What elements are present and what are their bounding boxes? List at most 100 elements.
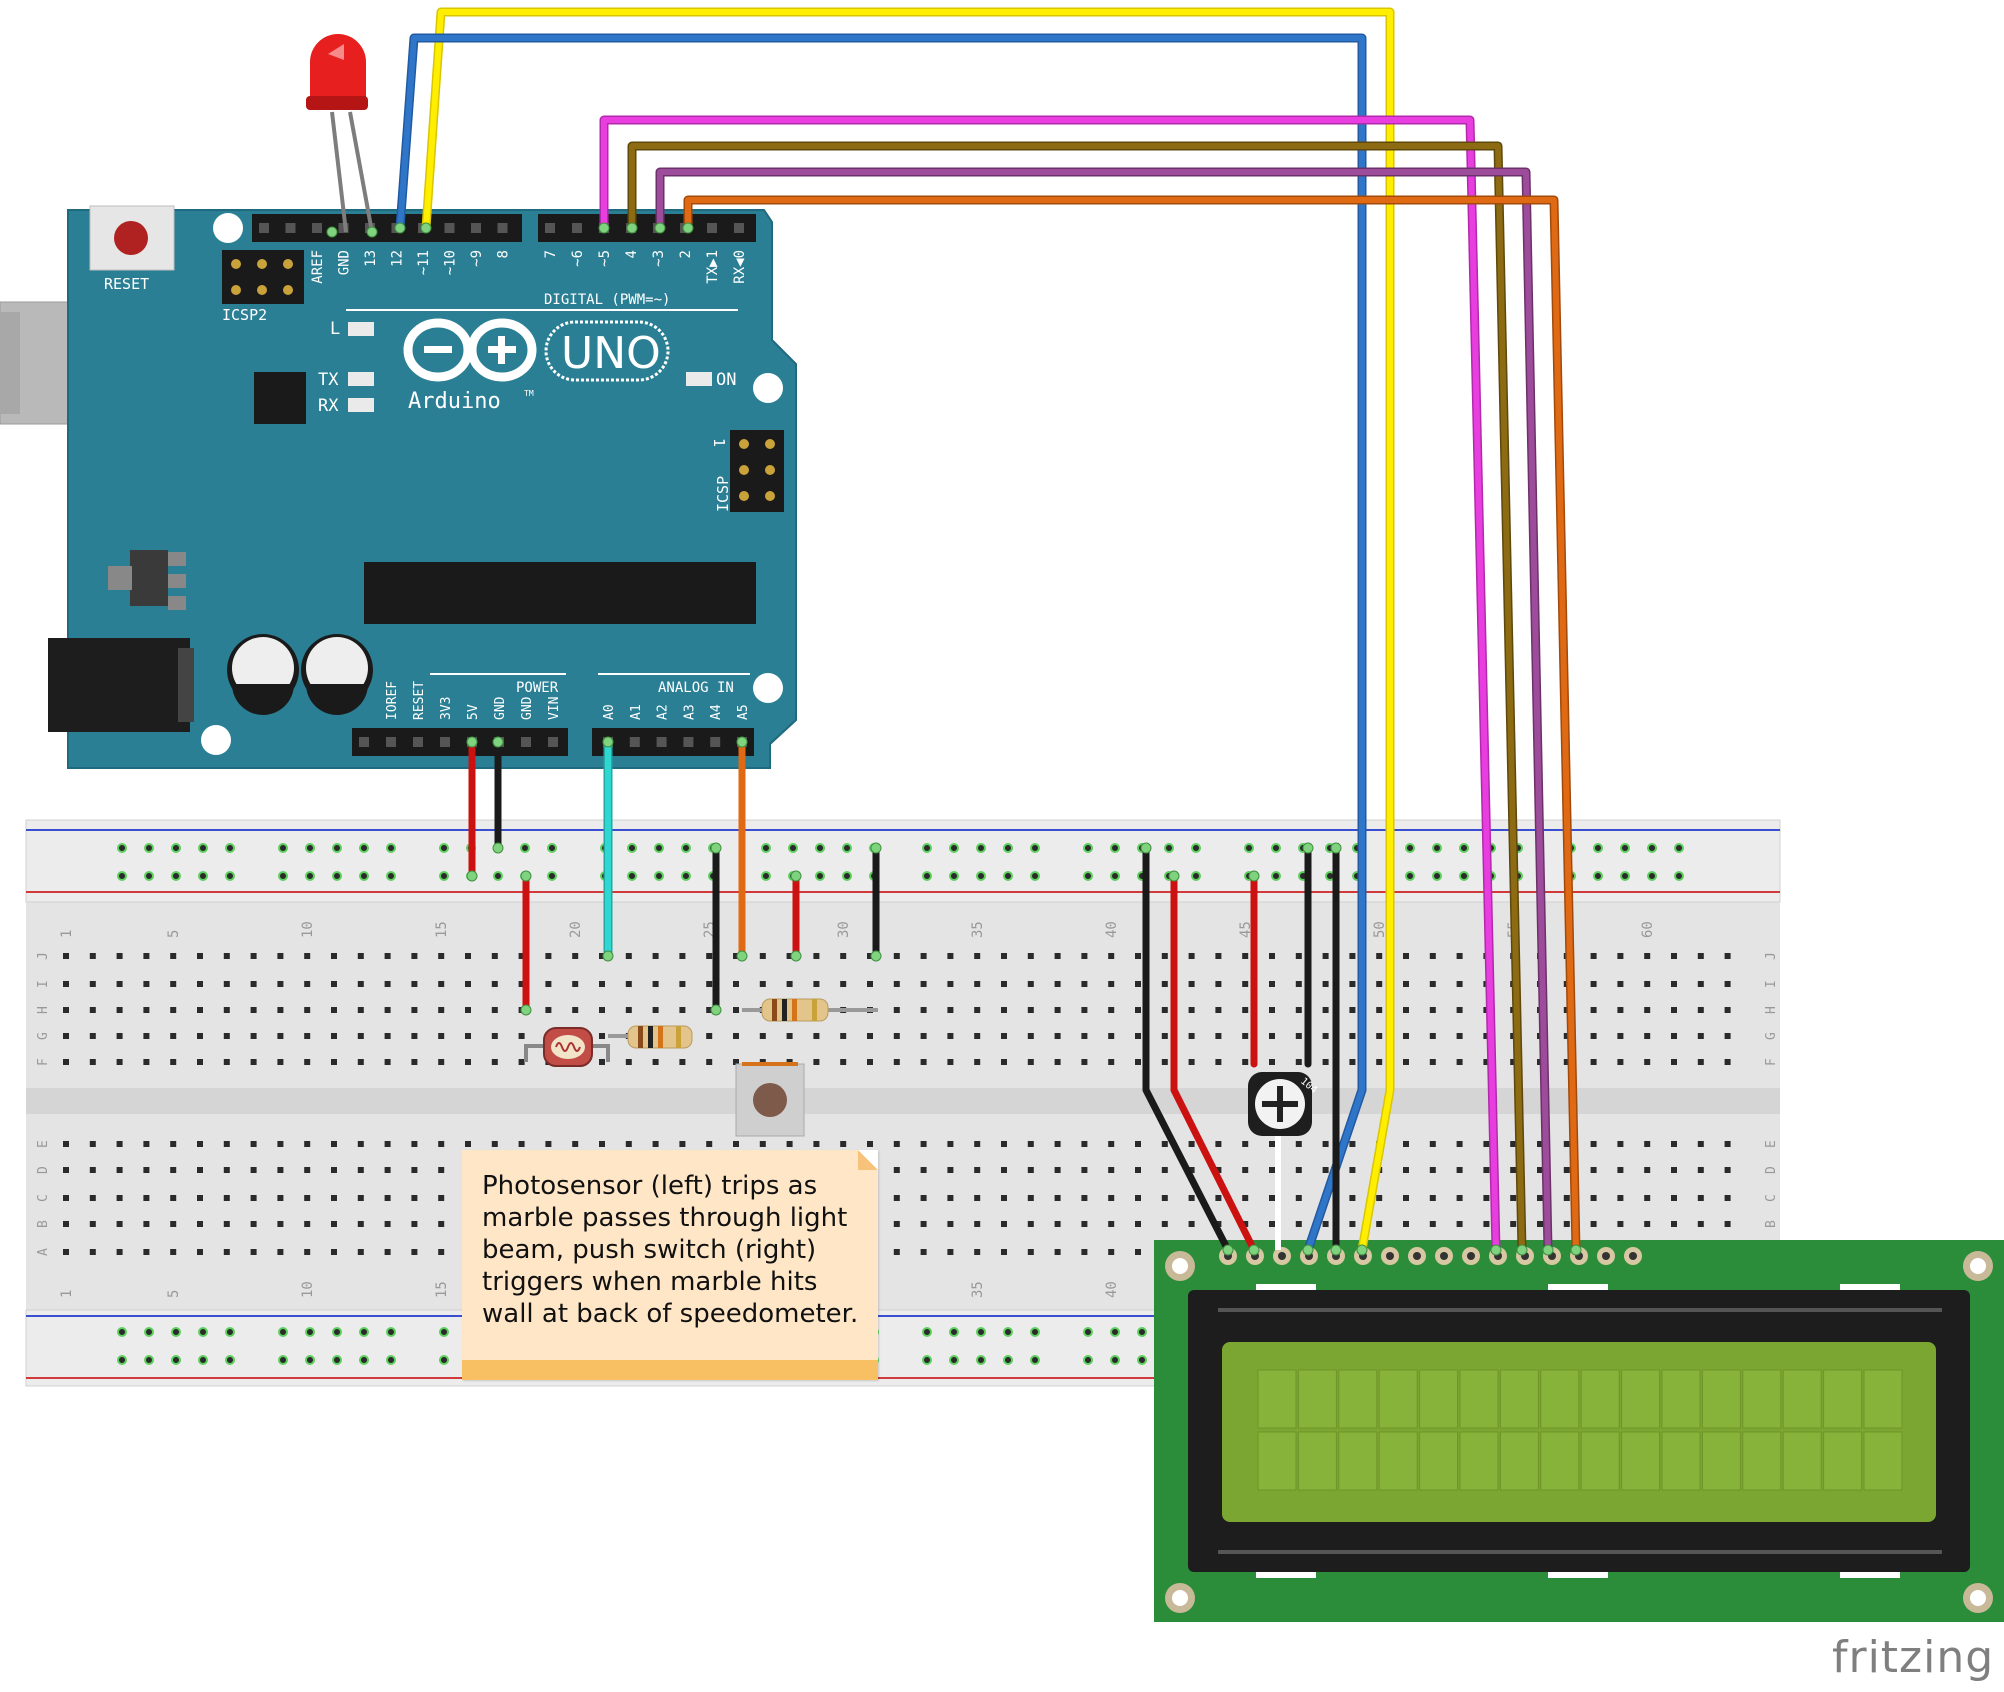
wire-endpoint[interactable] — [682, 222, 694, 234]
lcd-char-cell — [1378, 1369, 1418, 1429]
breadboard-hole — [706, 1007, 713, 1013]
breadboard-hole — [1510, 1221, 1517, 1227]
breadboard-hole — [116, 1007, 123, 1013]
breadboard-hole — [1429, 1167, 1436, 1173]
breadboard-hole — [411, 1007, 418, 1013]
header-pin — [285, 223, 296, 233]
wire-endpoint[interactable] — [1542, 1244, 1554, 1256]
analog-pin-label: A4 — [709, 704, 724, 720]
breadboard-hole — [116, 1167, 123, 1173]
red-led — [306, 34, 374, 233]
wire-endpoint[interactable] — [710, 1004, 722, 1016]
breadboard-hole — [384, 1167, 391, 1173]
breadboard-hole — [250, 1221, 257, 1227]
breadboard-hole — [223, 1195, 230, 1201]
wire-endpoint[interactable] — [520, 1004, 532, 1016]
wire-endpoint[interactable] — [466, 736, 478, 748]
wire-endpoint[interactable] — [602, 736, 614, 748]
rail-hole — [386, 1327, 396, 1337]
breadboard-hole — [1054, 1141, 1061, 1147]
wire-endpoint[interactable] — [710, 842, 722, 854]
breadboard-hole — [304, 1007, 311, 1013]
breadboard-hole — [1295, 1141, 1302, 1147]
breadboard-hole — [197, 953, 203, 959]
breadboard-hole — [1456, 1195, 1463, 1201]
rail-hole — [1030, 1355, 1040, 1365]
breadboard-hole — [411, 1059, 418, 1065]
breadboard-hole — [357, 1167, 364, 1173]
breadboard-hole — [1483, 1141, 1490, 1147]
rail-hole — [627, 843, 637, 853]
breadboard-hole — [1188, 1007, 1195, 1013]
breadboard-hole — [1644, 1033, 1651, 1039]
analog-pin-label: A5 — [736, 704, 751, 720]
wire-endpoint[interactable] — [520, 870, 532, 882]
wire-endpoint[interactable] — [654, 222, 666, 234]
wire-endpoint[interactable] — [1516, 1244, 1528, 1256]
wire-endpoint[interactable] — [870, 842, 882, 854]
wire-endpoint[interactable] — [1330, 842, 1342, 854]
breadboard-hole — [974, 1249, 981, 1255]
wire-endpoint[interactable] — [598, 222, 610, 234]
breadboard-hole — [679, 1141, 686, 1147]
lcd-char-cell — [1378, 1431, 1418, 1491]
wire-endpoint[interactable] — [736, 736, 748, 748]
digital-pin-label: GND — [337, 250, 353, 275]
wire-endpoint[interactable] — [1490, 1244, 1502, 1256]
breadboard-hole — [1617, 1221, 1624, 1227]
note-resize-bar[interactable] — [462, 1360, 878, 1380]
wire-endpoint[interactable] — [492, 736, 504, 748]
breadboard-hole — [1161, 1141, 1168, 1147]
wire-endpoint[interactable] — [1248, 1244, 1260, 1256]
lcd-char-cell — [1338, 1369, 1378, 1429]
rail-hole — [976, 843, 986, 853]
wire-endpoint[interactable] — [790, 870, 802, 882]
breadboard-hole — [143, 1059, 150, 1065]
breadboard-hole — [1403, 953, 1409, 959]
breadboard-hole — [1027, 981, 1034, 987]
breadboard-hole — [465, 1141, 471, 1147]
rail-hole — [1459, 871, 1469, 881]
breadboard-hole — [1644, 1195, 1651, 1201]
wire-endpoint[interactable] — [1248, 870, 1260, 882]
breadboard-hole — [89, 1167, 96, 1173]
wire-endpoint[interactable] — [1570, 1244, 1582, 1256]
wire-endpoint[interactable] — [394, 222, 406, 234]
breadboard-hole — [920, 981, 927, 987]
breadboard-hole — [1242, 1141, 1249, 1147]
breadboard-hole — [1671, 953, 1677, 959]
wire-endpoint[interactable] — [1356, 1244, 1368, 1256]
breadboard-hole — [1215, 1195, 1222, 1201]
wire-endpoint[interactable] — [366, 226, 378, 238]
wire-endpoint[interactable] — [1302, 842, 1314, 854]
wire-endpoint[interactable] — [736, 950, 748, 962]
wire-endpoint[interactable] — [1222, 1244, 1234, 1256]
breadboard-hole — [143, 1033, 150, 1039]
breadboard-hole — [304, 1141, 311, 1147]
row-letter: D — [36, 1166, 51, 1174]
rail-hole — [332, 843, 342, 853]
rail-hole — [1164, 843, 1174, 853]
wire-endpoint[interactable] — [602, 950, 614, 962]
wire-endpoint[interactable] — [492, 842, 504, 854]
wire-endpoint[interactable] — [1302, 1244, 1314, 1256]
wire-endpoint[interactable] — [1140, 842, 1152, 854]
wire-endpoint[interactable] — [420, 222, 432, 234]
breadboard-hole — [1483, 1195, 1490, 1201]
breadboard-hole — [1108, 1141, 1115, 1147]
breadboard-hole — [1483, 1059, 1490, 1065]
wire-endpoint[interactable] — [626, 222, 638, 234]
breadboard-hole — [63, 1249, 69, 1255]
row-letter: B — [1764, 1220, 1779, 1228]
breadboard-hole — [1081, 953, 1088, 959]
breadboard-hole — [1215, 1141, 1222, 1147]
wire-endpoint[interactable] — [326, 226, 338, 238]
wire-endpoint[interactable] — [870, 950, 882, 962]
wire-endpoint[interactable] — [790, 950, 802, 962]
wire-endpoint[interactable] — [1168, 870, 1180, 882]
wire-endpoint[interactable] — [466, 870, 478, 882]
wire-endpoint[interactable] — [1330, 1244, 1342, 1256]
breadboard-hole — [411, 1195, 418, 1201]
breadboard-hole — [1295, 981, 1302, 987]
rail-hole — [949, 843, 959, 853]
